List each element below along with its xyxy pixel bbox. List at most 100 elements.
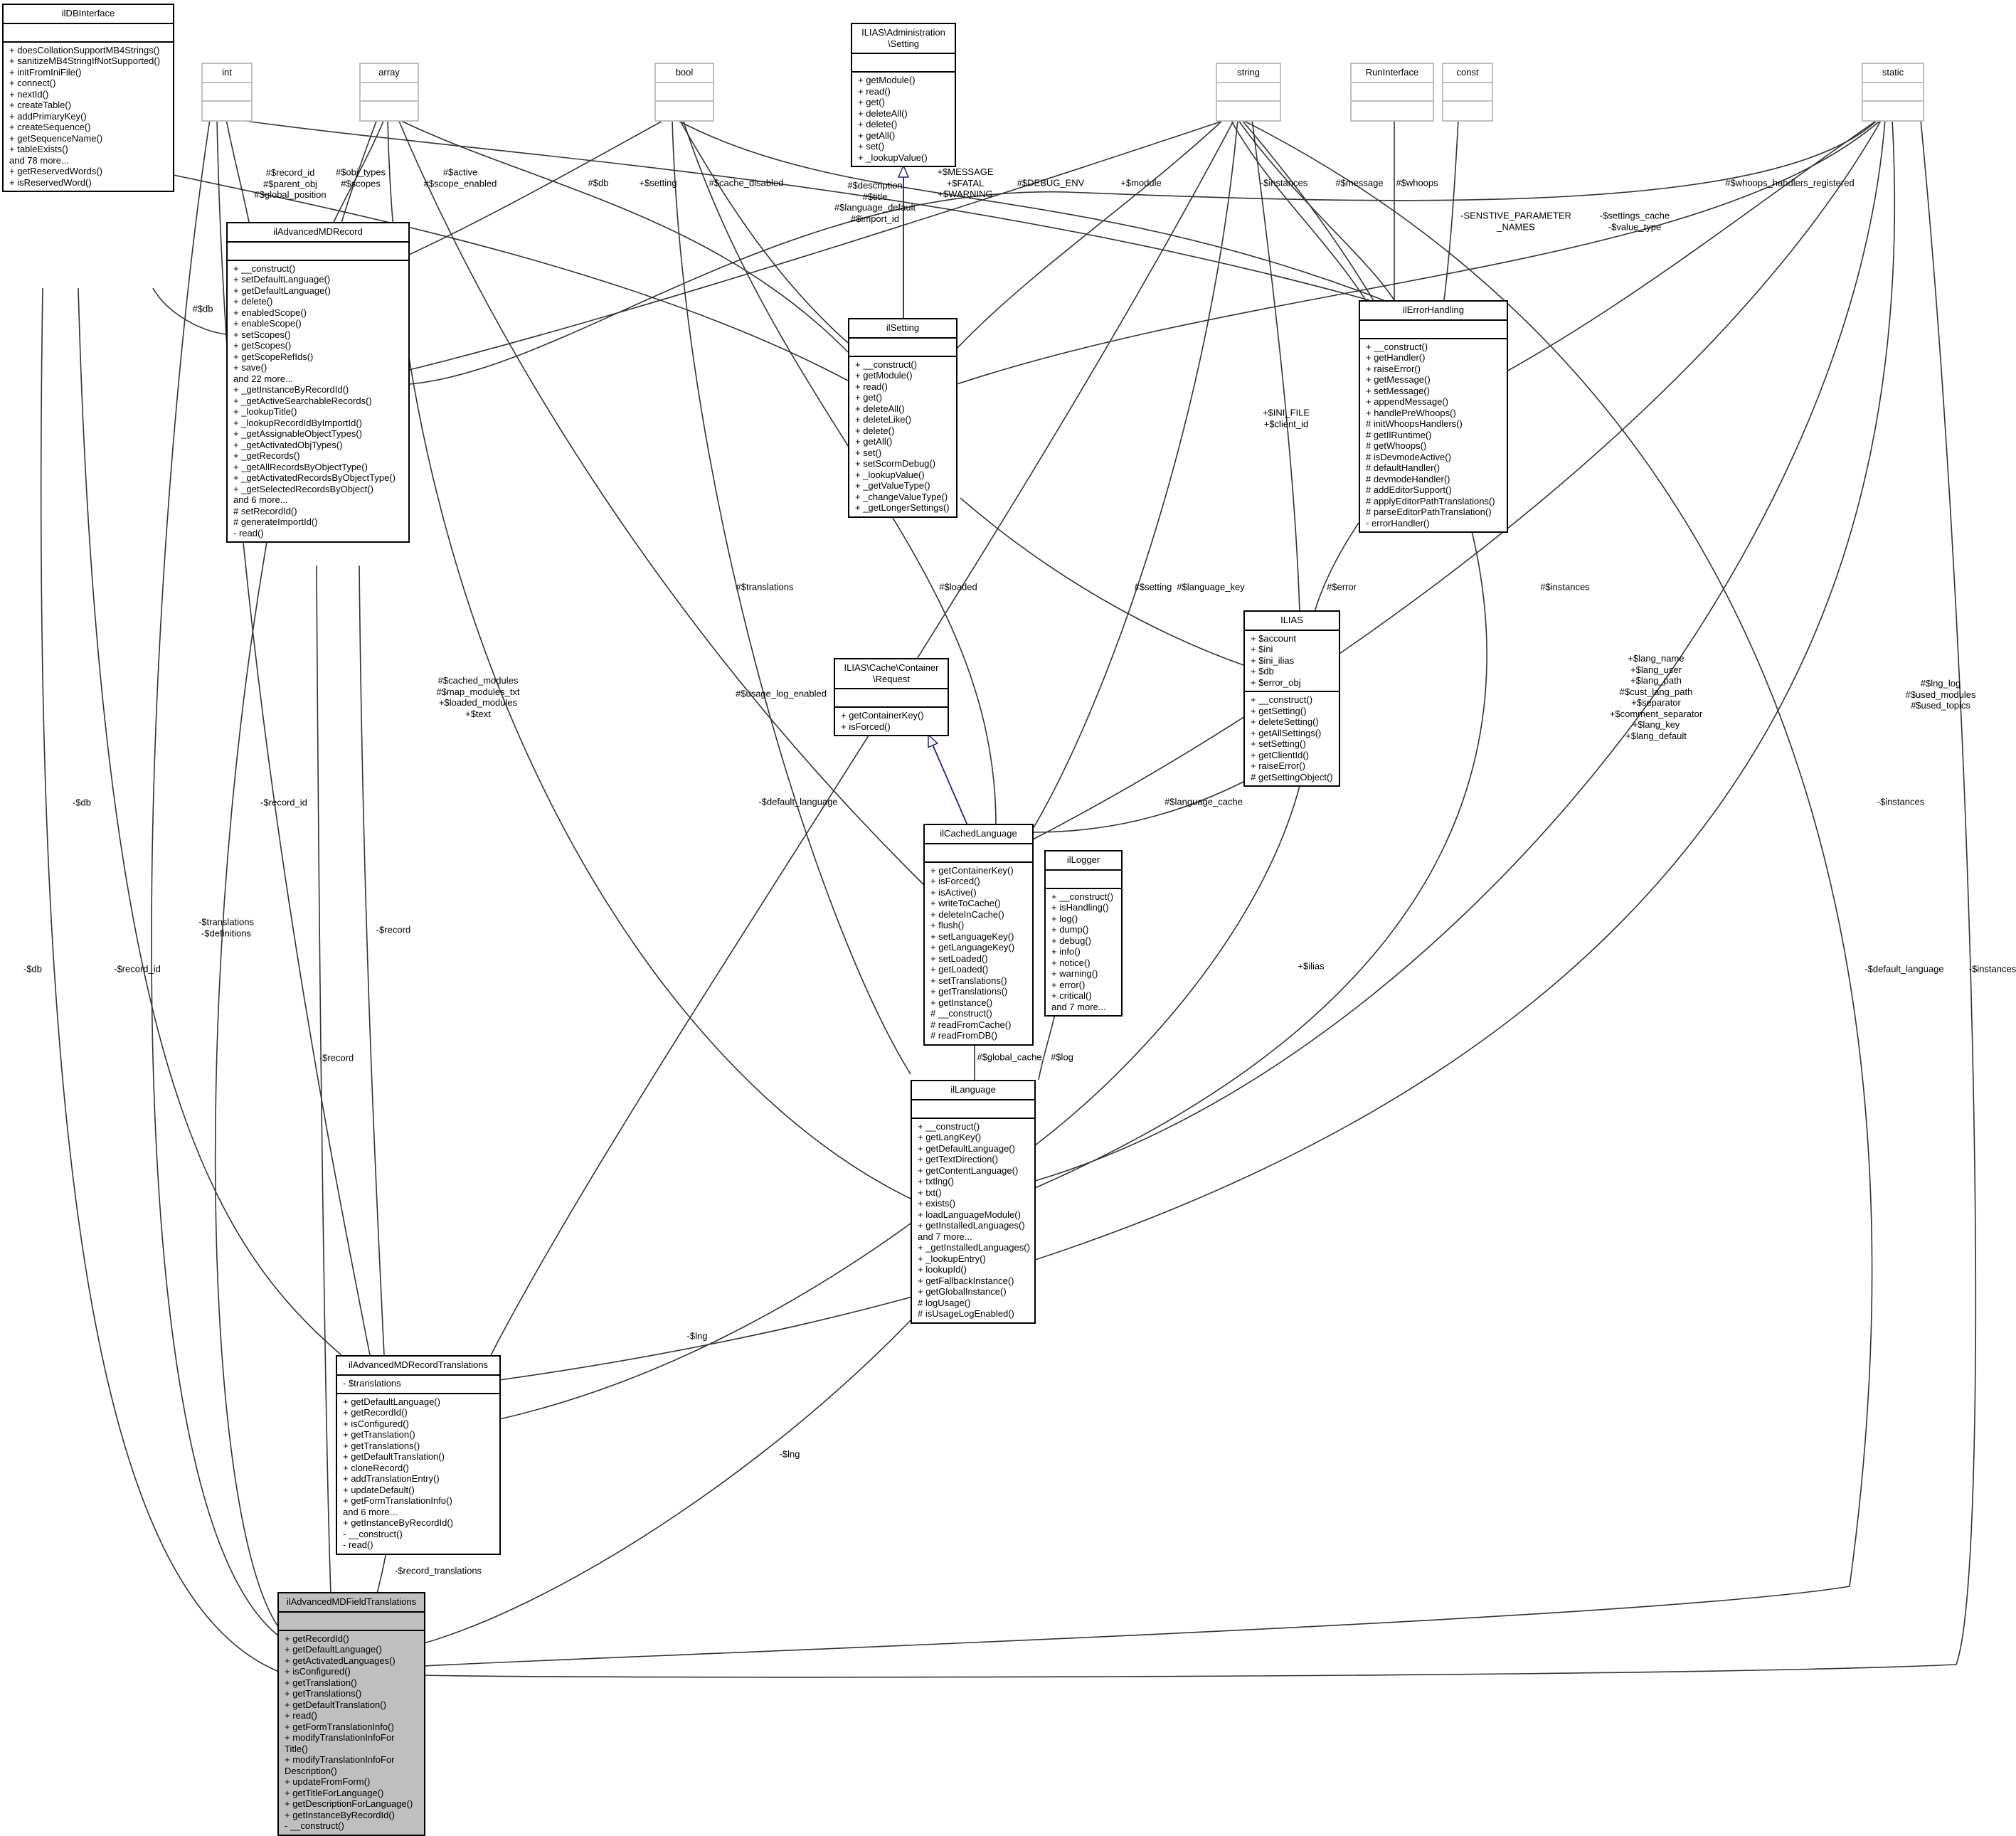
class-member: + getContentLanguage() <box>918 1164 1019 1176</box>
class-member: + connect() <box>9 78 56 88</box>
class-ilcachedlanguage[interactable]: ilCachedLanguage + getContainerKey()+ is… <box>923 824 1034 1046</box>
class-member: # generateImportId() <box>233 516 318 527</box>
edge-const-error <box>1443 119 1459 301</box>
class-methods: + getRecordId()+ getDefaultLanguage()+ g… <box>279 1631 424 1835</box>
edge-label: #$log <box>1051 1051 1073 1063</box>
class-illogger[interactable]: ilLogger + __construct()+ isHandling()+ … <box>1044 850 1123 1017</box>
class-member: + _getActivatedObjTypes() <box>233 439 343 450</box>
edge-label: #$DEBUG_ENV <box>1017 177 1085 189</box>
class-methods: + doesCollationSupportMB4Strings()+ sani… <box>4 43 173 191</box>
class-illanguage[interactable]: ilLanguage + __construct()+ getLangKey()… <box>911 1080 1036 1324</box>
class-string[interactable]: string <box>1216 63 1281 122</box>
class-member: and 78 more... <box>9 154 69 166</box>
class-runinterface[interactable]: RunInterface <box>1350 63 1434 122</box>
class-member: + notice() <box>1051 957 1091 968</box>
class-attributes <box>852 54 955 73</box>
edge-string-amdr <box>408 119 1228 371</box>
class-member: + getSetting() <box>1251 705 1307 716</box>
class-attributes <box>656 83 713 102</box>
class-member: + set() <box>858 141 885 152</box>
class-attributes <box>279 1613 424 1631</box>
class-member: + setMessage() <box>1366 385 1430 396</box>
class-member: + txtlng() <box>918 1176 954 1187</box>
class-member: + getInstanceByRecordId() <box>343 1517 453 1528</box>
edge-string-cached <box>1032 119 1238 829</box>
class-const[interactable]: const <box>1442 63 1493 122</box>
class-title: ilDBInterface <box>4 5 173 24</box>
class-title: ilCachedLanguage <box>925 825 1032 844</box>
edge-string-ft <box>423 119 1873 1667</box>
class-int[interactable]: int <box>201 63 253 122</box>
class-member: + getDefaultLanguage() <box>343 1396 440 1407</box>
class-member: and 7 more... <box>918 1231 972 1242</box>
edge-label: #$error <box>1327 581 1357 593</box>
class-member: + getDefaultTranslation() <box>285 1699 386 1710</box>
class-methods: + __construct()+ setDefaultLanguage()+ g… <box>228 261 408 542</box>
class-methods <box>1217 102 1280 120</box>
class-member: + _getValueType() <box>855 480 930 491</box>
class-member: + __construct() <box>855 359 918 370</box>
class-methods: + __construct()+ isHandling()+ log()+ du… <box>1046 889 1121 1016</box>
class-member: + handlePreWhoops() <box>1366 407 1456 418</box>
class-member: + getAll() <box>858 129 896 141</box>
class-member: # applyEditorPathTranslations() <box>1366 495 1495 506</box>
class-title: ilAdvancedMDRecordTranslations <box>337 1357 499 1376</box>
class-title: string <box>1217 64 1280 83</box>
class-member: + _getInstanceByRecordId() <box>233 384 349 395</box>
class-member: + getLoaded() <box>930 964 989 975</box>
class-member: + doesCollationSupportMB4Strings() <box>9 44 160 55</box>
class-array[interactable]: array <box>359 63 419 122</box>
edge-bool-setting <box>679 119 849 344</box>
class-iladvancedmdrecord[interactable]: ilAdvancedMDRecord + __construct()+ setD… <box>226 222 410 543</box>
class-methods: + __construct()+ getSetting()+ deleteSet… <box>1245 692 1339 785</box>
class-iladvancedmdfieldtranslations[interactable]: ilAdvancedMDFieldTranslations + getRecor… <box>277 1592 425 1836</box>
class-member: + getTextDirection() <box>918 1154 999 1164</box>
edge-label: -SENSTIVE_PARAMETER _NAMES <box>1460 210 1571 233</box>
class-methods <box>1863 102 1923 120</box>
class-member: + __construct() <box>233 262 296 274</box>
class-member: + setDefaultLanguage() <box>233 274 331 285</box>
class-member: + updateDefault() <box>343 1484 415 1495</box>
class-member: + deleteSetting() <box>1251 716 1319 727</box>
class-static[interactable]: static <box>1862 63 1924 122</box>
edge-label: +$setting <box>639 177 677 189</box>
class-bool[interactable]: bool <box>654 63 714 122</box>
class-member: # devmodeHandler() <box>1366 473 1450 484</box>
class-member: + getRecordId() <box>285 1633 349 1644</box>
class-member: + getReservedWords() <box>9 166 102 176</box>
class-ilerrorhandling[interactable]: ilErrorHandling + __construct()+ getHand… <box>1359 300 1508 533</box>
class-ilsetting[interactable]: ilSetting + __construct()+ getModule()+ … <box>848 318 957 518</box>
class-member: + getModule() <box>855 370 913 381</box>
class-member: + getInstance() <box>930 997 993 1008</box>
class-ilias-cache-container-request[interactable]: ILIAS\Cache\Container \Request + getCont… <box>834 658 949 736</box>
class-title: int <box>203 64 251 83</box>
class-member: + raiseError() <box>1251 760 1305 771</box>
class-title: ilAdvancedMDFieldTranslations <box>279 1593 424 1613</box>
class-attributes <box>361 83 418 102</box>
class-member: # readFromDB() <box>930 1030 997 1041</box>
class-ilias-administration-setting[interactable]: ILIAS\Administration \Setting + getModul… <box>851 23 956 167</box>
edge-string-lang <box>1034 119 1487 1189</box>
class-ildbinterface[interactable]: ilDBInterface + doesCollationSupportMB4S… <box>2 4 174 192</box>
class-iladvancedmdrecordtranslations[interactable]: ilAdvancedMDRecordTranslations - $transl… <box>336 1355 501 1555</box>
edge-label: -$record_id <box>260 797 307 808</box>
class-member: + get() <box>855 392 882 403</box>
class-member: + getScopeRefIds() <box>233 351 314 362</box>
class-member: + loadLanguageModule() <box>918 1209 1021 1220</box>
class-title: ILIAS\Administration \Setting <box>852 24 955 54</box>
class-methods <box>656 102 713 120</box>
class-member: + getDefaultLanguage() <box>233 285 331 296</box>
class-methods <box>1352 102 1433 120</box>
class-member: # defaultHandler() <box>1366 462 1441 473</box>
class-member: # isUsageLogEnabled() <box>918 1308 1014 1319</box>
class-ilias[interactable]: ILIAS + $account+ $ini+ $ini_ilias+ $db+… <box>1243 610 1340 787</box>
edge-amdr-rt <box>359 565 385 1356</box>
class-attributes <box>912 1100 1034 1119</box>
class-member: + getLanguageKey() <box>930 942 1015 953</box>
edge-array-cached <box>398 119 925 886</box>
edge-static-setting <box>956 119 1882 385</box>
edge-string-rt <box>490 119 1235 1356</box>
class-member: + _getAssignableObjectTypes() <box>233 428 363 439</box>
class-title: ilAdvancedMDRecord <box>228 223 408 243</box>
edge-label: #$whoops_handlers_registered <box>1725 177 1855 189</box>
